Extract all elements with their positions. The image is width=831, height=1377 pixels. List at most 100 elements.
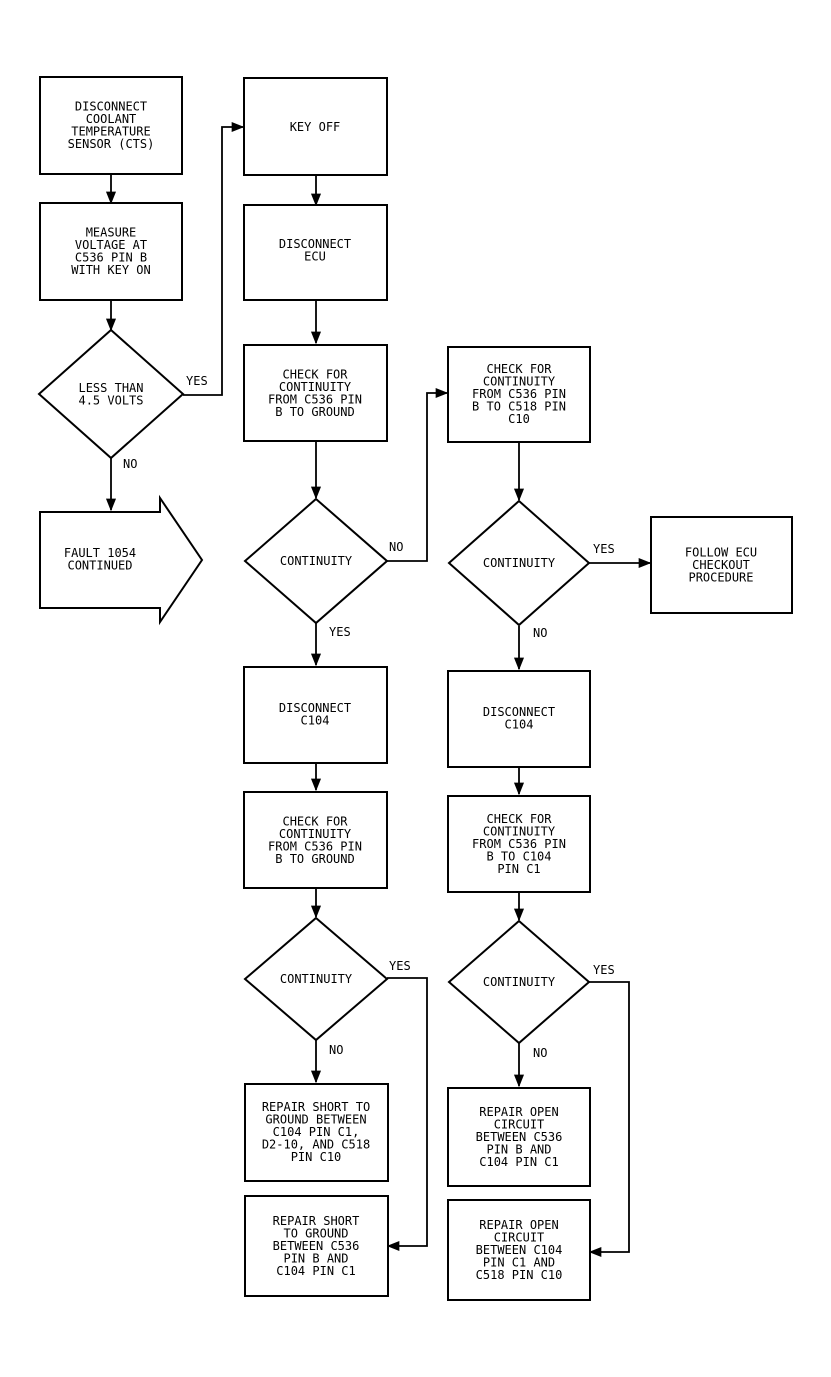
node-text-line: DISCONNECT bbox=[483, 705, 555, 719]
node-text-line: WITH KEY ON bbox=[71, 263, 150, 277]
connectors bbox=[105, 121, 652, 1258]
label-no-cont3: NO bbox=[533, 626, 547, 640]
node-text-line: SENSOR (CTS) bbox=[68, 137, 155, 151]
label-yes-cont1: YES bbox=[329, 625, 351, 639]
svg-text:CONTINUITY: CONTINUITY bbox=[483, 975, 556, 989]
node-text-line: CONTINUITY bbox=[279, 827, 352, 841]
node-text-line: BETWEEN C536 bbox=[476, 1130, 563, 1144]
node-text-line: MEASURE bbox=[86, 225, 137, 239]
node-text-line: PIN B AND bbox=[486, 1143, 551, 1157]
node-text-line: 4.5 VOLTS bbox=[78, 393, 143, 407]
node-text-line: DISCONNECT bbox=[75, 99, 147, 113]
node-text-line: TEMPERATURE bbox=[71, 124, 150, 138]
decision-continuity-3: CONTINUITY bbox=[447, 499, 591, 627]
node-text-line: CONTINUITY bbox=[483, 975, 556, 989]
node-text-line: DISCONNECT bbox=[279, 701, 351, 715]
svg-text:CONTINUITY: CONTINUITY bbox=[280, 554, 353, 568]
node-text-line: C104 PIN C1, bbox=[273, 1125, 360, 1139]
node-text-line: FROM C536 PIN bbox=[268, 839, 362, 853]
node-text-line: FROM C536 PIN bbox=[472, 837, 566, 851]
decision-continuity-2: CONTINUITY bbox=[243, 916, 389, 1042]
label-no-cont4: NO bbox=[533, 1046, 547, 1060]
node-text-line: B TO GROUND bbox=[275, 852, 354, 866]
svg-text:CONTINUITY: CONTINUITY bbox=[280, 972, 353, 986]
decision-continuity-1: CONTINUITY bbox=[243, 497, 389, 625]
node-text-line: C10 bbox=[508, 412, 530, 426]
node-key-off: KEY OFF bbox=[243, 77, 388, 176]
edge-cont4-yes-to-repair-open2 bbox=[588, 981, 630, 1258]
node-text-line: CONTINUED bbox=[67, 558, 132, 572]
node-text-line: C104 PIN C1 bbox=[479, 1155, 558, 1169]
node-text-line: PIN B AND bbox=[283, 1252, 348, 1266]
edge-labels: YES NO NO YES YES NO YES NO YES NO bbox=[123, 374, 615, 1060]
node-text-line: CIRCUIT bbox=[494, 1231, 545, 1245]
label-no-voltage: NO bbox=[123, 457, 137, 471]
label-no-cont1: NO bbox=[389, 540, 403, 554]
label-no-cont2: NO bbox=[329, 1043, 343, 1057]
edge-voltage-yes-to-key-off bbox=[183, 121, 245, 396]
node-text-line: CONTINUITY bbox=[279, 380, 352, 394]
node-text-line: B TO C104 bbox=[486, 850, 551, 864]
label-yes-voltage: YES bbox=[186, 374, 208, 388]
node-text-line: CHECK FOR bbox=[486, 362, 552, 376]
node-text-line: CONTINUITY bbox=[483, 825, 556, 839]
node-text-line: LESS THAN bbox=[78, 381, 143, 395]
node-text-line: D2-10, AND C518 bbox=[262, 1138, 370, 1152]
label-yes-cont3: YES bbox=[593, 542, 615, 556]
edge-cont2-yes-to-repair2 bbox=[386, 977, 428, 1252]
svg-text:CONTINUITY: CONTINUITY bbox=[483, 556, 556, 570]
node-text-line: PIN C1 bbox=[497, 862, 540, 876]
node-text-line: FROM C536 PIN bbox=[268, 392, 362, 406]
node-text-line: FROM C536 PIN bbox=[472, 387, 566, 401]
node-text-line: CHECK FOR bbox=[282, 367, 348, 381]
node-text-line: GROUND BETWEEN bbox=[265, 1113, 366, 1127]
node-text-line: PIN C1 AND bbox=[483, 1256, 555, 1270]
node-text-line: KEY OFF bbox=[290, 120, 341, 134]
node-text-line: C104 PIN C1 bbox=[276, 1264, 355, 1278]
node-text-line: C104 bbox=[505, 717, 534, 731]
node-text-line: B TO C518 PIN bbox=[472, 400, 566, 414]
node-text-line: REPAIR OPEN bbox=[479, 1105, 558, 1119]
node-text-line: CONTINUITY bbox=[483, 556, 556, 570]
node-text-line: REPAIR SHORT bbox=[273, 1214, 360, 1228]
svg-text:KEY OFF: KEY OFF bbox=[290, 120, 341, 134]
node-text-line: ECU bbox=[304, 249, 326, 263]
node-text-line: DISCONNECT bbox=[279, 237, 351, 251]
label-yes-cont2: YES bbox=[389, 959, 411, 973]
node-text-line: CONTINUITY bbox=[483, 375, 556, 389]
node-text-line: CHECKOUT bbox=[692, 558, 750, 572]
node-text-line: CONTINUITY bbox=[280, 554, 353, 568]
node-text-line: BETWEEN C536 bbox=[273, 1239, 360, 1253]
node-text-line: C536 PIN B bbox=[75, 250, 147, 264]
node-text-line: FAULT 1054 bbox=[64, 546, 136, 560]
node-text-line: PIN C10 bbox=[291, 1150, 342, 1164]
